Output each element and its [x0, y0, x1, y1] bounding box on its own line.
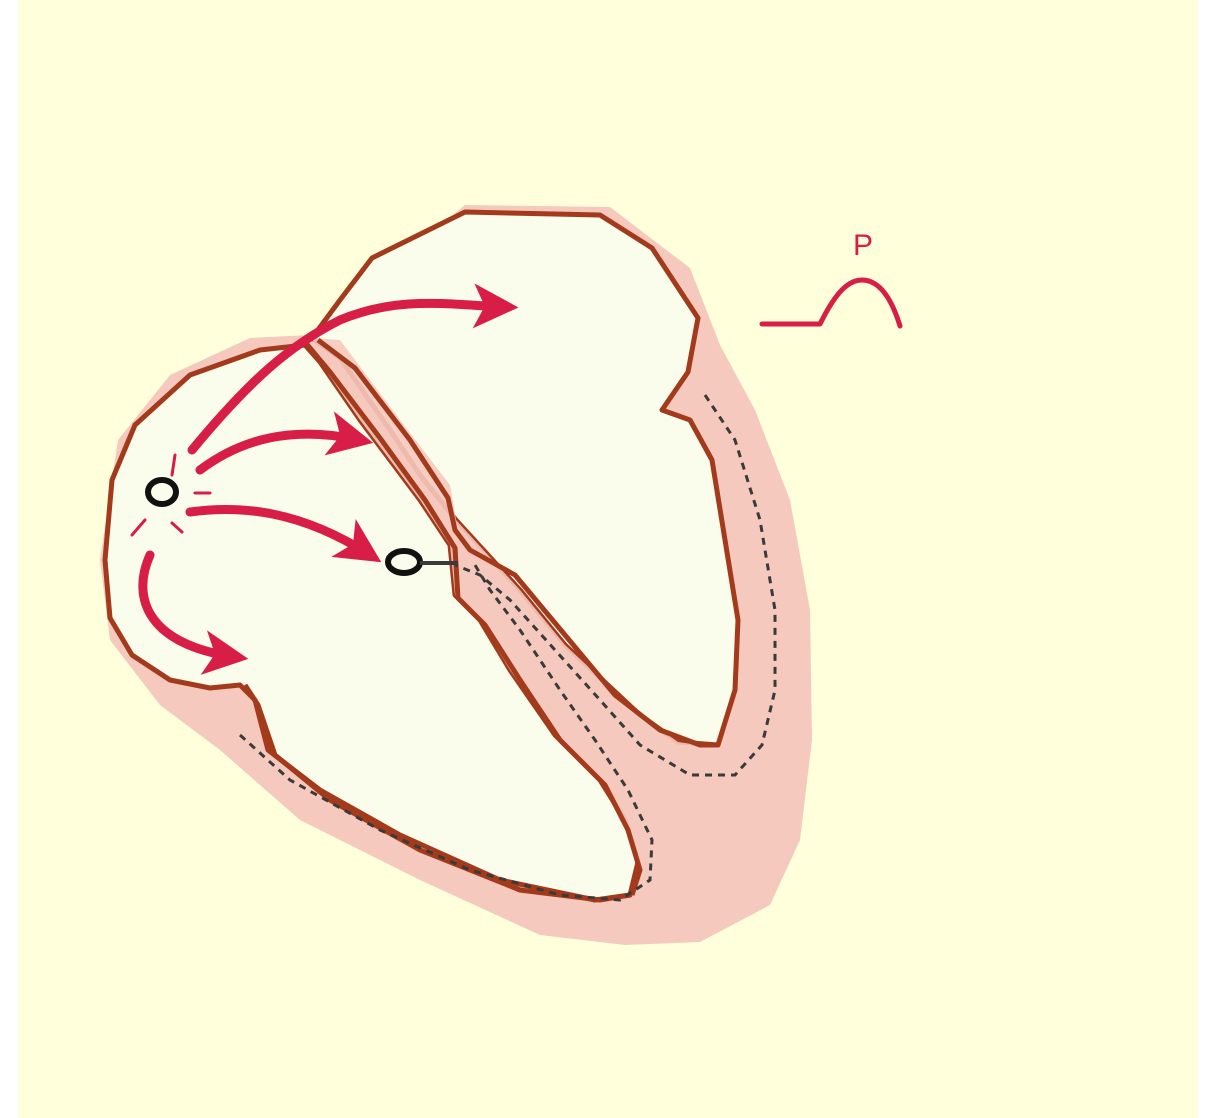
heart-conduction-diagram: P — [18, 0, 1198, 1118]
p-wave-label: P — [853, 229, 873, 262]
av-node-icon — [388, 551, 420, 573]
sa-node-icon — [148, 480, 176, 504]
diagram-panel: P — [18, 0, 1198, 1118]
